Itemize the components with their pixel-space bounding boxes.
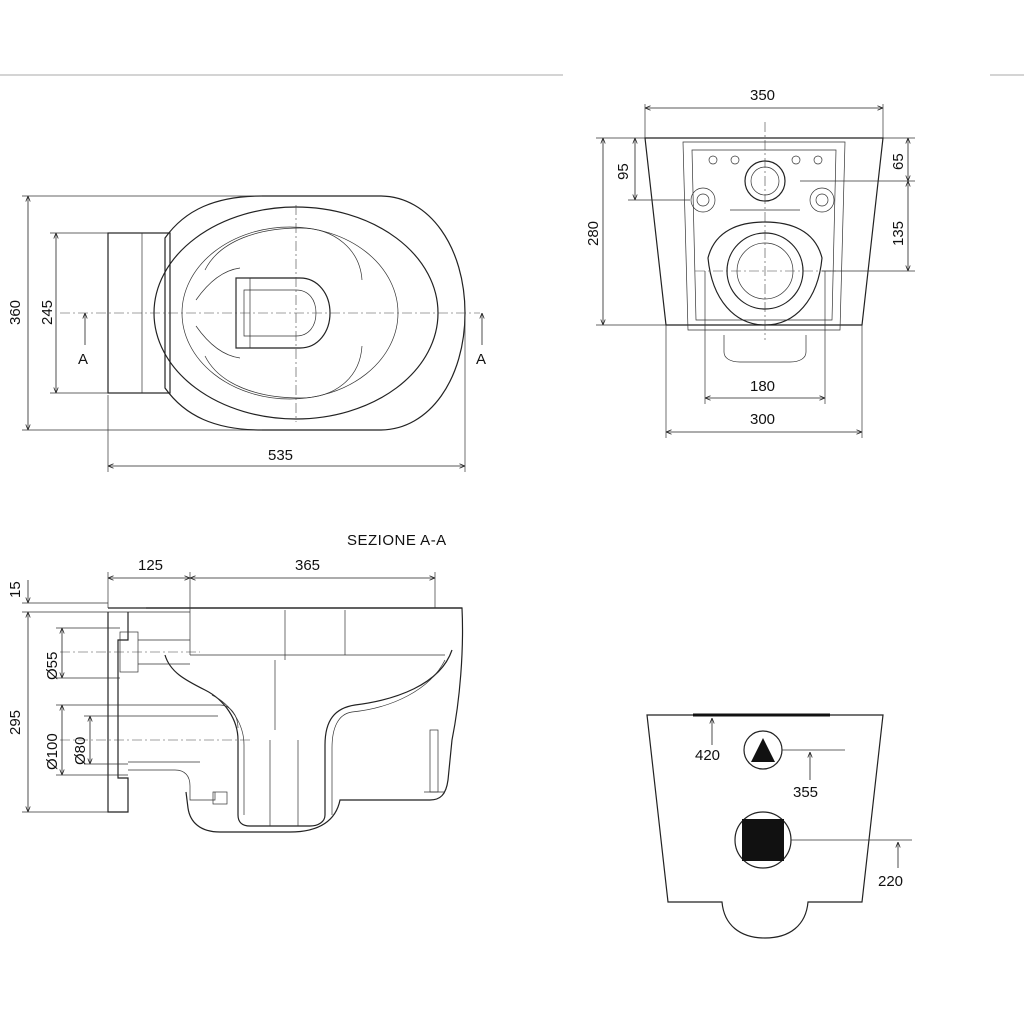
- dim-outlet-diameter-80: Ø80: [72, 737, 89, 765]
- dim-length-535: 535: [268, 447, 293, 464]
- dim-outlet-width-180: 180: [750, 378, 775, 395]
- top-view: A A 535 360 245: [7, 195, 486, 472]
- connections-view: 420 355 220: [646, 713, 912, 939]
- dim-height-280: 280: [585, 221, 602, 246]
- rear-view: 350 300 180 280 95 65 135: [585, 87, 915, 438]
- connections-body-outline: [646, 714, 884, 939]
- dim-bottom-width-300: 300: [750, 411, 775, 428]
- triangle-supply-icon: [751, 738, 775, 762]
- dim-top-mark-420: 420: [695, 747, 720, 764]
- drain-opening: [235, 277, 331, 349]
- square-drain-icon: [742, 819, 784, 861]
- dim-right-offset-65: 65: [890, 153, 907, 170]
- section-view: SEZIONE A-A: [7, 532, 464, 833]
- section-bowl-outline: [146, 607, 464, 833]
- dim-inner-width-245: 245: [39, 300, 56, 325]
- dim-right-offset-135: 135: [890, 221, 907, 246]
- dim-top-width-350: 350: [750, 87, 775, 104]
- dim-seat-thickness-15: 15: [7, 581, 24, 598]
- dim-drain-mark-220: 220: [878, 873, 903, 890]
- rear-body-outline: [644, 137, 884, 326]
- section-title: SEZIONE A-A: [347, 532, 447, 549]
- section-marker-right: A: [476, 351, 486, 368]
- dim-outlet-diameter-100: Ø100: [44, 733, 61, 770]
- section-marker-left: A: [78, 351, 88, 368]
- dim-supply-mark-355: 355: [793, 784, 818, 801]
- dim-width-360: 360: [7, 300, 24, 325]
- dim-front-depth-365: 365: [295, 557, 320, 574]
- dim-inlet-diameter-55: Ø55: [44, 652, 61, 680]
- dim-left-offset-95: 95: [615, 163, 632, 180]
- dim-height-295: 295: [7, 710, 24, 735]
- dim-rear-depth-125: 125: [138, 557, 163, 574]
